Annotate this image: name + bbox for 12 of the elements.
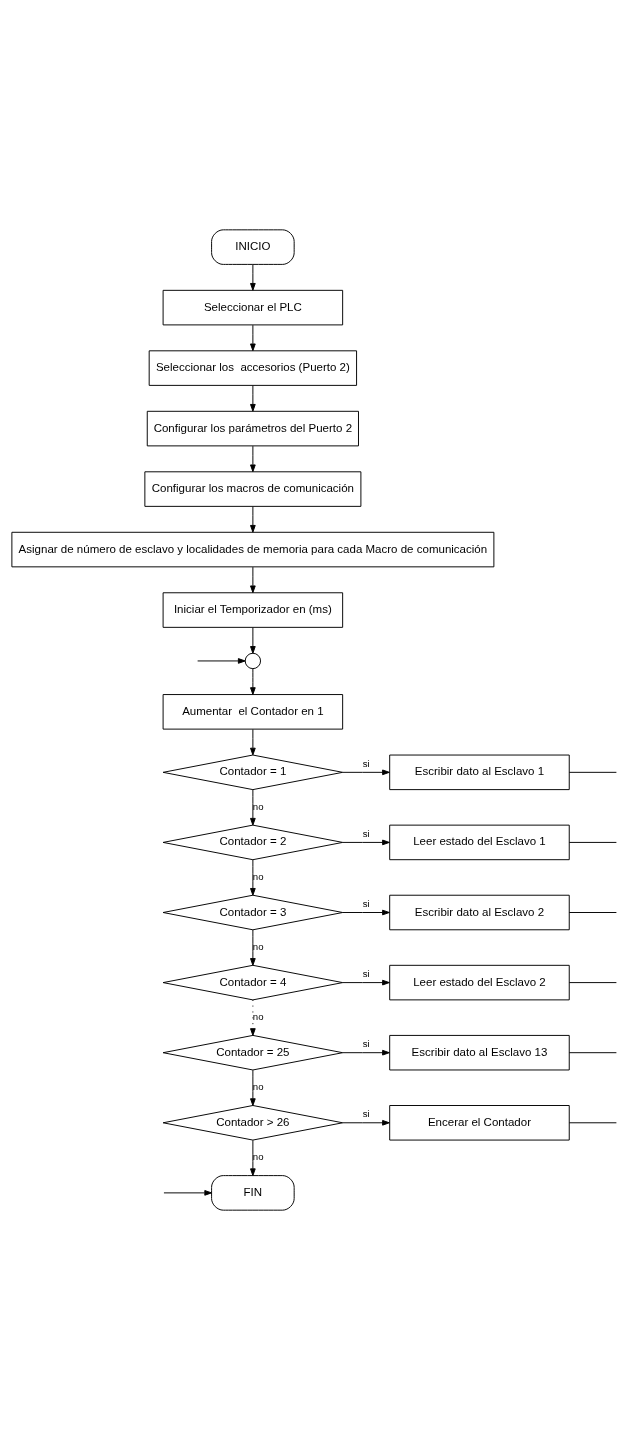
- edge-label: si: [362, 1107, 370, 1119]
- edge-label: si: [362, 1037, 370, 1049]
- edge-label: no: [252, 1010, 264, 1022]
- edge-label: no: [252, 1080, 264, 1092]
- edge-label: no: [252, 1150, 264, 1162]
- edge-label: si: [362, 827, 370, 839]
- edge-label: no: [252, 870, 264, 882]
- edge-label: si: [362, 967, 370, 979]
- edge-label: si: [362, 897, 370, 909]
- edge-label: si: [362, 757, 370, 769]
- edge-label: no: [252, 800, 264, 812]
- edge-label: no: [252, 940, 264, 952]
